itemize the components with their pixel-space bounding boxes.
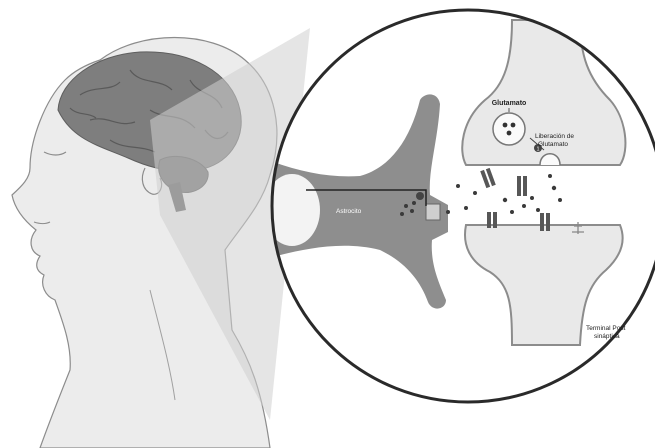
postsynaptic-label-line1: Terminal Post bbox=[586, 325, 626, 332]
glutamate-label: Glutamato bbox=[492, 100, 527, 107]
astrocyte-label: Astrocito bbox=[336, 208, 362, 215]
release-label-line2: Glutamato bbox=[538, 141, 568, 148]
postsynaptic-label-line2: sináptica bbox=[594, 333, 620, 340]
vesicle-dot bbox=[503, 123, 508, 128]
magnified-synapse bbox=[264, 10, 655, 402]
glutamate-vesicle bbox=[493, 113, 525, 145]
release-label-line1: Liberación de bbox=[535, 133, 574, 140]
astrocyte-badge bbox=[416, 192, 424, 200]
vesicle-dot bbox=[511, 123, 516, 128]
astrocyte-transporter bbox=[426, 204, 440, 220]
vesicle-dot bbox=[507, 131, 512, 136]
release-step-number: 1 bbox=[536, 147, 539, 153]
